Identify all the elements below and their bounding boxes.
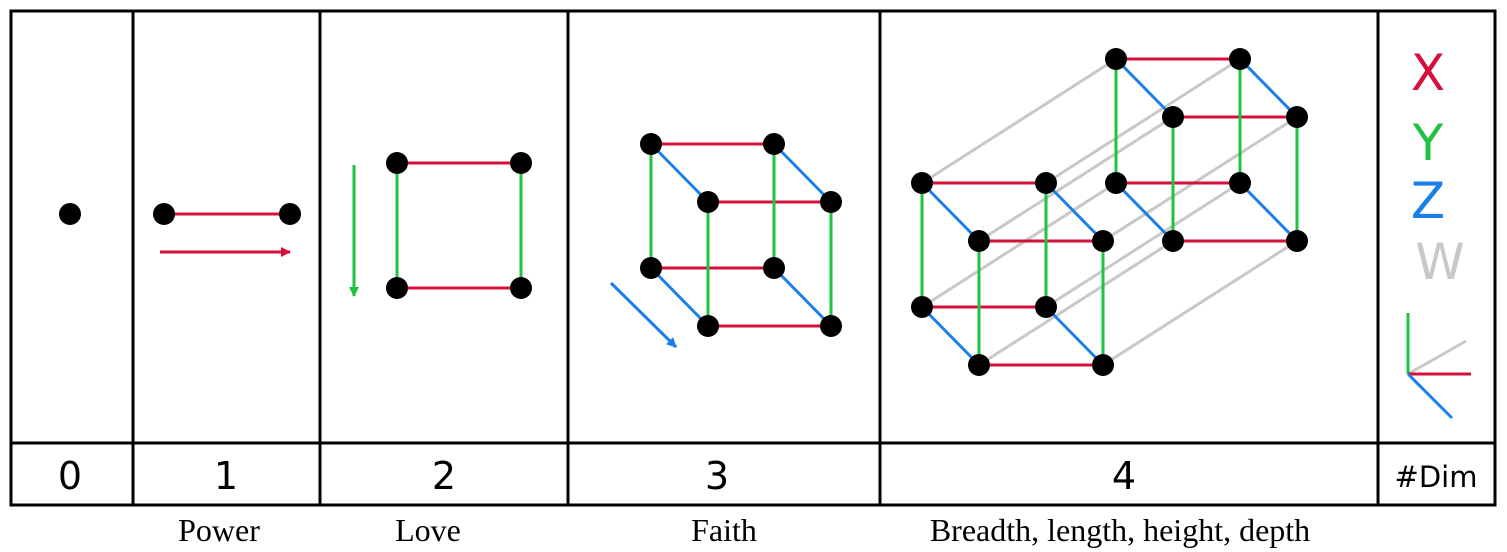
edge-w [1045, 181, 1241, 309]
dim-label-0: 0 [58, 454, 82, 498]
vertex [697, 315, 719, 337]
edge-z [1114, 57, 1175, 119]
dim-label-4: 4 [1112, 454, 1136, 498]
vertex [1105, 48, 1127, 70]
vertex [1229, 48, 1251, 70]
edge-z [1044, 181, 1105, 243]
legend-z-label: Z [1411, 172, 1445, 230]
edge-w [1045, 57, 1241, 185]
point-0d [59, 203, 81, 225]
caption-dimensions: Breadth, length, height, depth [930, 512, 1310, 548]
table-grid [9, 9, 1497, 507]
axis-legend: X Y Z W [1406, 44, 1471, 420]
vertex [763, 257, 785, 279]
vertex [510, 277, 532, 299]
edge-z [1238, 57, 1299, 119]
vertex [1286, 106, 1308, 128]
vertex [697, 191, 719, 213]
edge-z [649, 266, 710, 328]
vertex [510, 152, 532, 174]
vertex [386, 152, 408, 174]
vertex [820, 191, 842, 213]
segment-1d [153, 203, 301, 257]
caption-love: Love [395, 512, 461, 548]
dim-label-1: 1 [214, 454, 238, 498]
edge-z [649, 142, 710, 204]
vertex [820, 315, 842, 337]
edge-z [920, 181, 981, 243]
vertex [1229, 172, 1251, 194]
vertex [1092, 230, 1114, 252]
edge-z [1044, 305, 1105, 367]
caption-faith: Faith [691, 512, 757, 548]
edge-w [1102, 115, 1298, 243]
vertex [1035, 296, 1057, 318]
square-2d [349, 152, 532, 299]
axis-z-line [1406, 372, 1454, 420]
dim-header-label: #Dim [1395, 460, 1478, 494]
vertex [1105, 172, 1127, 194]
axes-icon [1406, 313, 1471, 420]
axis-w-line [1407, 339, 1467, 376]
vertex [640, 257, 662, 279]
vertex [386, 277, 408, 299]
vertex [59, 203, 81, 225]
vertex [1286, 230, 1308, 252]
legend-x-label: X [1411, 44, 1445, 102]
dim-label-3: 3 [705, 454, 729, 498]
vertex [1035, 172, 1057, 194]
edge-w [921, 181, 1117, 309]
vertex [911, 296, 933, 318]
dimension-row: 0 1 2 3 4 #Dim [58, 454, 1478, 498]
vertex [1092, 354, 1114, 376]
edge-w [1102, 239, 1298, 367]
tesseract-4d [911, 48, 1308, 376]
edge-z [920, 305, 981, 367]
vertex [640, 133, 662, 155]
edge-z [1238, 181, 1299, 243]
caption-row: Power Love Faith Breadth, length, height… [178, 512, 1310, 548]
vertex [968, 230, 990, 252]
caption-power: Power [178, 512, 260, 548]
vertex [153, 203, 175, 225]
vertex [968, 354, 990, 376]
edge-w [978, 239, 1174, 367]
edge-w [921, 57, 1117, 185]
z-direction-arrow [609, 281, 678, 349]
vertex [763, 133, 785, 155]
vertex [279, 203, 301, 225]
vertex [1162, 230, 1184, 252]
edge-z [772, 142, 833, 204]
vertex [1162, 106, 1184, 128]
edge-z [772, 266, 833, 328]
legend-y-label: Y [1412, 114, 1444, 172]
vertex [911, 172, 933, 194]
dim-label-2: 2 [432, 454, 456, 498]
edge-z [1114, 181, 1175, 243]
legend-w-label: W [1415, 233, 1464, 291]
cube-3d [609, 133, 842, 349]
edge-w [978, 115, 1174, 243]
table-border [9, 9, 1497, 507]
